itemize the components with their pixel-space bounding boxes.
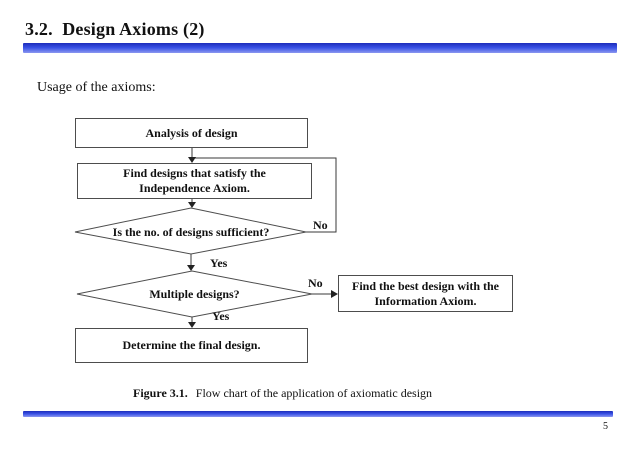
arrowhead-into-sufficient-diamond (188, 202, 196, 208)
arrowhead-into-find-box (188, 157, 196, 163)
intro-text: Usage of the axioms: (37, 80, 156, 95)
title-underline-bar (23, 43, 617, 53)
flow-node-analysis-label: Analysis of design (145, 125, 238, 140)
figure-caption: Figure 3.1. Flow chart of the application… (133, 386, 432, 401)
flow-node-find-designs-line2: Independence Axiom. (139, 181, 250, 195)
arrowhead-into-final-box (188, 322, 196, 328)
page-number: 5 (603, 421, 608, 432)
figure-caption-label: Figure 3.1. (133, 386, 188, 400)
flow-node-find-designs: Find designs that satisfy the Independen… (77, 163, 312, 199)
arrowhead-into-best-box (331, 290, 338, 298)
arrowhead-into-multiple-diamond (187, 265, 195, 271)
branch-label-yes-multiple: Yes (212, 309, 230, 323)
page-title: 3.2. Design Axioms (2) (25, 19, 205, 39)
flow-node-final-design: Determine the final design. (75, 328, 308, 363)
flow-node-best-design-line1: Find the best design with the (351, 278, 500, 293)
flow-node-find-designs-line1: Find designs that satisfy the (123, 166, 266, 180)
flow-node-analysis: Analysis of design (75, 118, 308, 148)
branch-label-yes-sufficient: Yes (210, 256, 228, 270)
flow-node-best-design: Find the best design with the Informatio… (338, 275, 513, 312)
branch-label-no-sufficient: No (313, 218, 328, 232)
flow-decision-multiple-label: Multiple designs? (149, 287, 240, 301)
flow-decision-sufficient-label: Is the no. of designs sufficient? (112, 225, 270, 239)
branch-label-no-multiple: No (308, 276, 323, 290)
flow-node-final-design-label: Determine the final design. (122, 338, 261, 352)
footer-bar (23, 411, 613, 417)
flow-node-best-design-line2: Information Axiom. (374, 293, 477, 308)
figure-caption-text: Flow chart of the application of axiomat… (195, 386, 433, 400)
